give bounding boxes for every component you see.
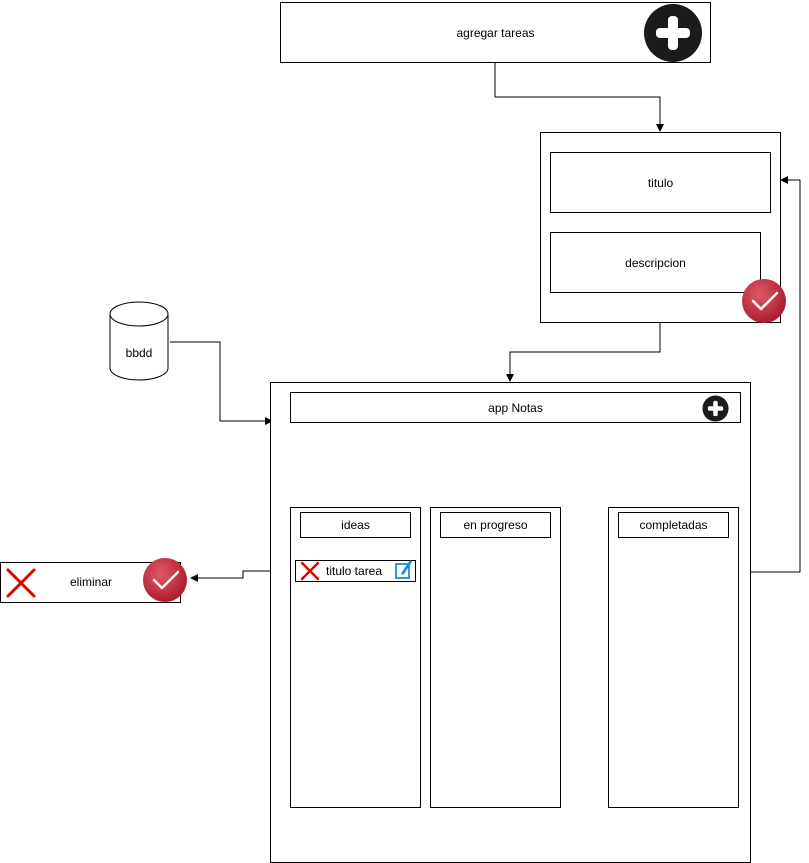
column-header-ideas: ideas xyxy=(300,512,411,538)
app-title-bar: app Notas xyxy=(290,392,741,423)
description-field-label: descripcion xyxy=(625,255,686,270)
task-card-title: titulo tarea xyxy=(326,564,383,578)
database-cylinder xyxy=(109,301,169,381)
column-en-progreso xyxy=(430,507,561,808)
plus-circle-icon[interactable] xyxy=(643,3,703,63)
red-x-icon[interactable] xyxy=(300,561,320,581)
add-task-box[interactable]: agregar tareas xyxy=(280,2,711,63)
column-ideas xyxy=(290,507,421,808)
arrow-db-to-app xyxy=(170,341,273,425)
title-field-label: titulo xyxy=(647,175,674,190)
column-completadas xyxy=(608,507,739,808)
arrow-form-to-app xyxy=(506,322,661,382)
edit-icon[interactable] xyxy=(395,558,413,580)
arrow-add-to-form xyxy=(494,62,664,132)
app-title: app Notas xyxy=(488,400,543,415)
database-label: bbdd xyxy=(125,346,153,360)
column-header-en-progreso: en progreso xyxy=(440,512,551,538)
description-field[interactable]: descripcion xyxy=(550,232,761,293)
task-card[interactable]: titulo tarea xyxy=(295,560,416,582)
checkmark-badge-icon[interactable] xyxy=(140,558,190,604)
add-task-label: agregar tareas xyxy=(456,25,535,40)
checkmark-badge-icon[interactable] xyxy=(740,278,792,324)
column-header-completadas: completadas xyxy=(618,512,729,538)
title-field[interactable]: titulo xyxy=(550,152,771,213)
red-x-icon[interactable] xyxy=(5,567,37,599)
delete-label: eliminar xyxy=(69,575,112,589)
plus-circle-icon[interactable] xyxy=(702,395,729,422)
